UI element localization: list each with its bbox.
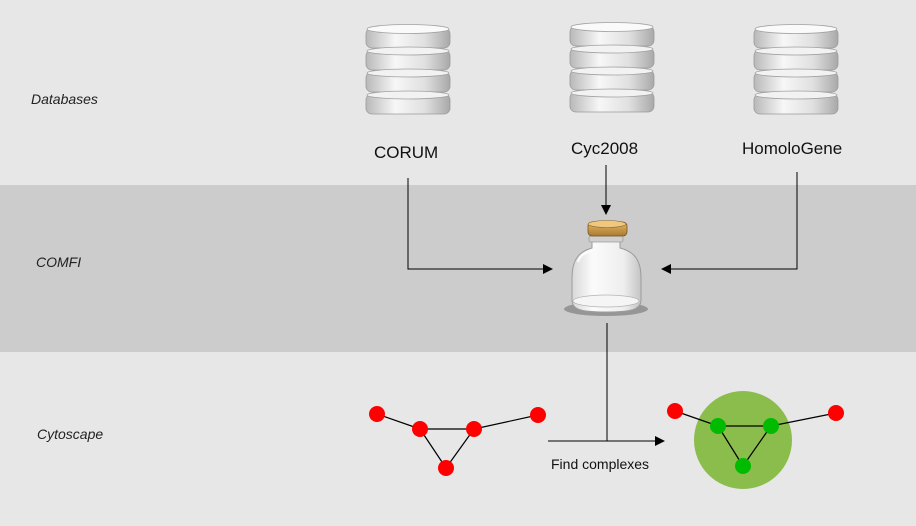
- layer-label-cytoscape: Cytoscape: [37, 426, 104, 442]
- layer-label-databases: Databases: [31, 91, 98, 107]
- network-node: [667, 403, 683, 419]
- network-output: [667, 391, 844, 489]
- database-label-corum: CORUM: [374, 143, 439, 162]
- complex-node: [735, 458, 751, 474]
- complex-node: [763, 418, 779, 434]
- network-node: [412, 421, 428, 437]
- network-input: [369, 406, 546, 476]
- arrow-corum-to-comfi: [407, 178, 553, 274]
- database-icon-homologene: [753, 24, 839, 115]
- network-node: [466, 421, 482, 437]
- network-node: [530, 407, 546, 423]
- layer-label-comfi: COMFI: [36, 254, 82, 270]
- arrow-homologene-to-comfi: [661, 172, 798, 274]
- find-complexes-label: Find complexes: [551, 456, 650, 472]
- database-label-homologene: HomoloGene: [742, 139, 843, 158]
- database-label-cyc2008: Cyc2008: [571, 139, 639, 158]
- network-node: [369, 406, 385, 422]
- database-icon-cyc2008: [569, 22, 655, 113]
- database-icon-corum: [365, 24, 451, 115]
- network-node: [438, 460, 454, 476]
- network-node: [828, 405, 844, 421]
- arrow-comfi-to-cytoscape: [606, 323, 664, 442]
- jar-icon: [564, 220, 648, 316]
- complex-node: [710, 418, 726, 434]
- complex-highlight: [694, 391, 792, 489]
